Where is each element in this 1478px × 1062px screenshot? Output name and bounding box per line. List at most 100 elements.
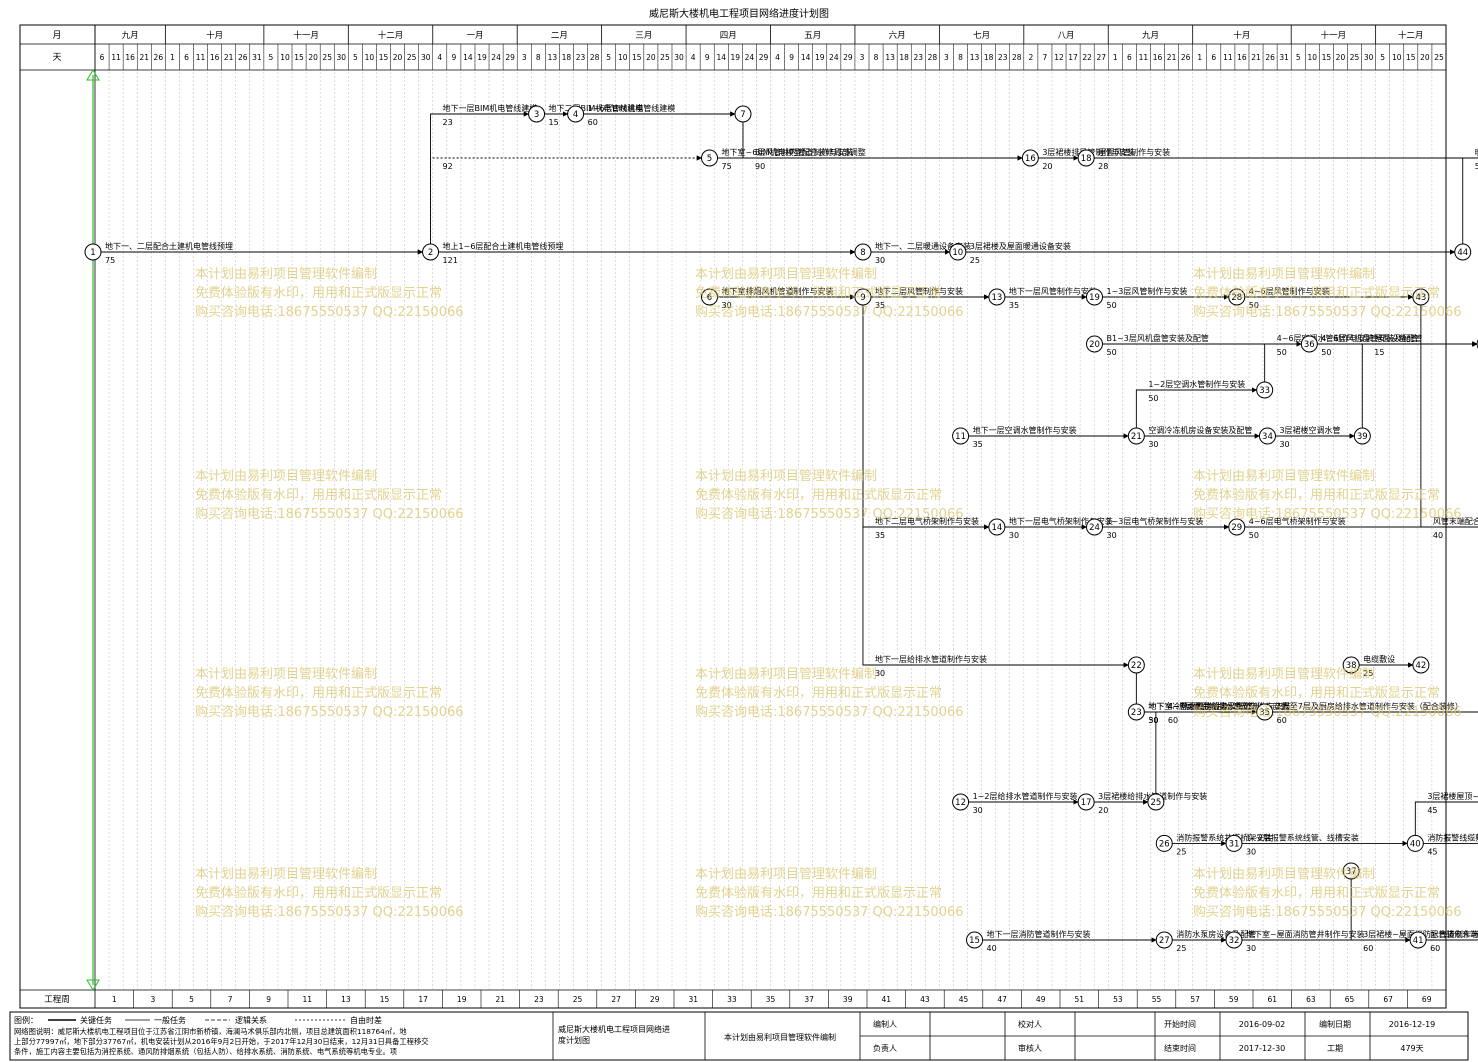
event-node-id: 44 bbox=[1457, 248, 1468, 258]
day-label: 22 bbox=[1082, 53, 1092, 62]
day-label: 1 bbox=[1197, 53, 1202, 62]
event-node-id: 8 bbox=[860, 248, 865, 258]
watermark-text: 本计划由易利项目管理软件编制 bbox=[1193, 667, 1375, 682]
watermark-text: 本计划由易利项目管理软件编制 bbox=[1193, 267, 1375, 282]
event-node-id: 41 bbox=[1413, 936, 1424, 946]
week-label: 49 bbox=[1036, 995, 1046, 1004]
footer-reviewer-label: 审核人 bbox=[1018, 1043, 1042, 1053]
day-label: 1 bbox=[1113, 53, 1118, 62]
event-node-circle bbox=[1085, 518, 1103, 536]
week-label: 29 bbox=[650, 995, 660, 1004]
activity-label: 消防报警线缆敷设 bbox=[1427, 832, 1478, 842]
event-node-id: 40 bbox=[1410, 840, 1421, 850]
activity-arrow bbox=[1350, 879, 1478, 941]
watermark-text: 本计划由易利项目管理软件编制 bbox=[695, 469, 877, 484]
event-node-circle bbox=[1021, 149, 1039, 167]
week-label: 65 bbox=[1345, 995, 1355, 1004]
activity-duration: 50 bbox=[1106, 301, 1116, 310]
day-label: 12 bbox=[1054, 53, 1064, 62]
day-label: 30 bbox=[674, 53, 684, 62]
week-row-label: 工程周 bbox=[44, 995, 70, 1005]
event-node-id: 7 bbox=[740, 110, 745, 120]
activity-duration: 30 bbox=[1246, 847, 1256, 856]
day-label: 5 bbox=[606, 53, 611, 62]
month-label: 十二月 bbox=[378, 30, 404, 41]
event-node-id: 19 bbox=[1089, 293, 1100, 303]
day-label: 13 bbox=[548, 53, 558, 62]
event-node-id: 39 bbox=[1357, 432, 1368, 442]
activity-duration: 45 bbox=[1427, 806, 1437, 815]
activity-arrow bbox=[1414, 801, 1478, 836]
event-node-id: 23 bbox=[1131, 708, 1142, 718]
event-node-circle bbox=[1256, 703, 1274, 721]
day-label: 9 bbox=[705, 53, 710, 62]
watermark-text: 免费体验版有水印，用用和正式版显示正常 bbox=[695, 487, 942, 503]
event-node-id: 20 bbox=[1089, 340, 1100, 350]
activity-label: 地下一层空调水管制作与安装 bbox=[973, 425, 1077, 435]
week-label: 3 bbox=[151, 995, 156, 1004]
watermark-text: 免费体验版有水印，用用和正式版显示正常 bbox=[1193, 285, 1440, 301]
event-node-circle bbox=[966, 931, 984, 949]
activity-arrow bbox=[1361, 341, 1478, 428]
month-label: 十二月 bbox=[1398, 30, 1424, 41]
week-label: 43 bbox=[920, 995, 930, 1004]
activity-label: 4~6层空调水管制作与安装 bbox=[1277, 333, 1374, 343]
event-node-circle bbox=[1454, 243, 1472, 261]
legend-critical-label: 关键任务 bbox=[80, 1015, 112, 1025]
week-label: 35 bbox=[766, 995, 776, 1004]
day-label: 3 bbox=[522, 53, 527, 62]
month-label: 八月 bbox=[1058, 31, 1075, 41]
activity-duration: 60 bbox=[1277, 716, 1287, 725]
footer-duration-label: 工期 bbox=[1327, 1044, 1343, 1053]
activity-duration: 50 bbox=[1321, 348, 1331, 357]
activity-label: 消防水泵房设备及配管 bbox=[1176, 929, 1256, 939]
week-label: 15 bbox=[380, 995, 390, 1004]
day-label: 18 bbox=[562, 53, 572, 62]
week-label: 9 bbox=[266, 995, 271, 1004]
activity-label: 地下二层BIM机电管线建模 bbox=[549, 103, 644, 113]
watermark-text: 免费体验版有水印，用用和正式版显示正常 bbox=[695, 285, 942, 301]
activity-label: 地下室~屋面消防管井制作与安装 bbox=[1246, 929, 1365, 939]
watermark-text: 购买咨询电话:18675550537 QQ:22150066 bbox=[695, 506, 964, 522]
week-label: 45 bbox=[959, 995, 969, 1004]
event-node-id: 38 bbox=[1346, 661, 1357, 671]
event-node-circle bbox=[1077, 793, 1095, 811]
day-label: 25 bbox=[1434, 53, 1444, 62]
legend-title: 图例： bbox=[14, 1015, 38, 1025]
event-node-id: 27 bbox=[1159, 936, 1170, 946]
activity-label: 1~2层给排水管道制作与安装 bbox=[973, 791, 1078, 801]
day-label: 10 bbox=[365, 53, 375, 62]
week-label: 13 bbox=[341, 995, 351, 1004]
event-node-circle bbox=[1258, 427, 1276, 445]
day-label: 25 bbox=[1350, 53, 1360, 62]
event-node-circle bbox=[1077, 149, 1095, 167]
event-node-id: 43 bbox=[1415, 293, 1426, 303]
day-label: 4 bbox=[437, 53, 442, 62]
activity-label: 地下室~6层风管井内管道制作与安装 bbox=[722, 147, 854, 157]
activity-arrow bbox=[1462, 157, 1478, 244]
day-label: 13 bbox=[885, 53, 895, 62]
activity-label: 地下一层风管制作与安装 bbox=[1009, 286, 1097, 296]
watermark-text: 本计划由易利项目管理软件编制 bbox=[195, 867, 377, 882]
day-label: 8 bbox=[958, 53, 963, 62]
event-node-circle bbox=[988, 288, 1006, 306]
watermark-text: 本计划由易利项目管理软件编制 bbox=[695, 667, 877, 682]
activity-label: 空调冷冻机房设备安装及配管 bbox=[1148, 425, 1252, 435]
activity-duration: 50 bbox=[1249, 301, 1259, 310]
day-label: 15 bbox=[294, 53, 304, 62]
day-label: 5 bbox=[353, 53, 358, 62]
day-label: 14 bbox=[801, 53, 811, 62]
watermark-text: 本计划由易利项目管理软件编制 bbox=[695, 267, 877, 282]
day-label: 5 bbox=[1296, 53, 1301, 62]
event-node-id: 1 bbox=[90, 248, 95, 258]
day-label: 14 bbox=[716, 53, 726, 62]
grid-frame bbox=[19, 24, 1447, 1009]
activity-label: 地下一、二层配合土建机电管线预埋 bbox=[105, 241, 233, 251]
day-label: 15 bbox=[1406, 53, 1416, 62]
day-label: 17 bbox=[1068, 53, 1078, 62]
activity-duration: 30 bbox=[1246, 944, 1256, 953]
week-label: 55 bbox=[1152, 995, 1162, 1004]
week-label: 57 bbox=[1190, 995, 1200, 1004]
activity-label: 消防报警系统井道桥架安装 bbox=[1176, 832, 1272, 842]
